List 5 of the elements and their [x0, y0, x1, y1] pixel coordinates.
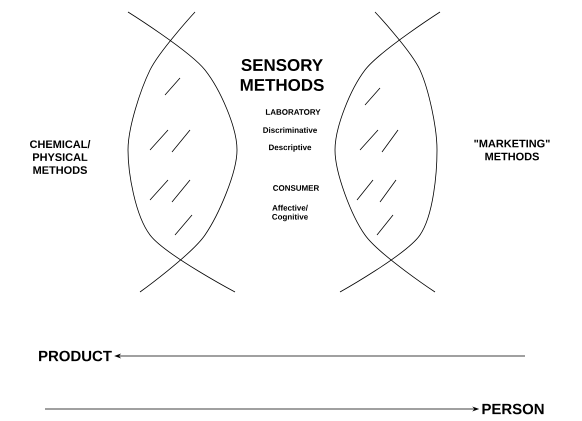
text-label: SENSORY METHODS — [240, 59, 324, 91]
axis-label: PRODUCT — [39, 350, 112, 362]
text-label: CHEMICAL/ PHYSICAL METHODS — [30, 140, 90, 174]
text-label: "MARKETING" METHODS — [474, 140, 550, 160]
axis-label: PERSON — [482, 404, 544, 414]
